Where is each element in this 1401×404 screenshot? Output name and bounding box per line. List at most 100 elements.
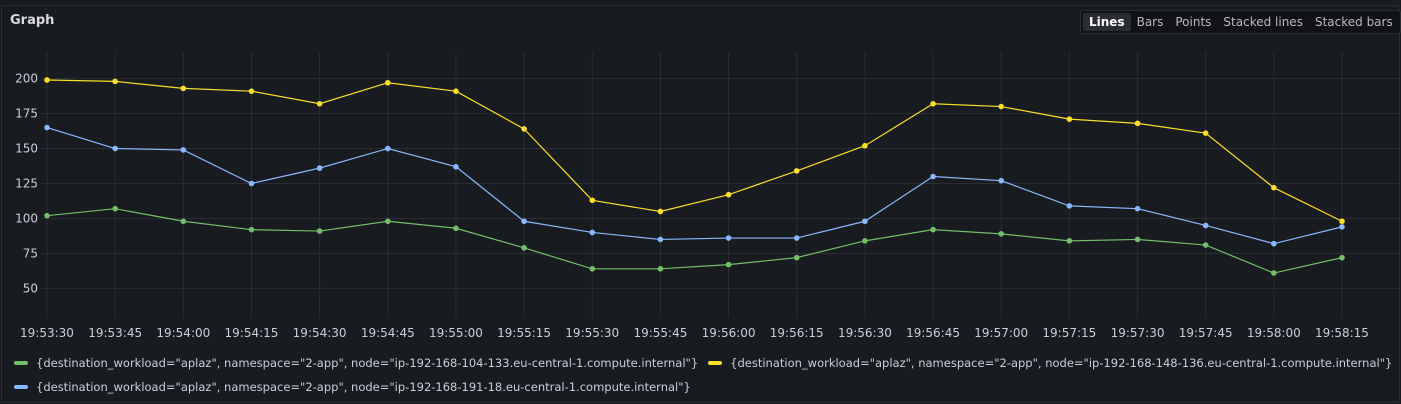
data-point [793,235,800,241]
legend-swatch-blue [14,385,28,389]
data-point [1134,120,1141,127]
legend-swatch-green [14,361,28,365]
x-tick-label: 19:55:00 [429,326,483,340]
data-point [316,165,323,171]
x-tick-label: 19:57:15 [1042,326,1096,340]
data-point [453,225,459,232]
x-tick-label: 19:56:30 [838,326,892,340]
view-option-stacked-bars[interactable]: Stacked bars [1314,15,1393,29]
view-option-lines[interactable]: Lines [1083,13,1131,31]
data-point [1271,270,1277,276]
series-layer [44,77,1345,276]
data-point [1339,224,1345,230]
legend-row: {destination_workload="aplaz", namespace… [14,351,1401,375]
data-point [112,78,118,85]
data-point [998,103,1005,110]
view-option-points[interactable]: Points [1175,15,1212,29]
legend-label: {destination_workload="aplaz", namespace… [36,356,699,370]
data-point [44,124,50,131]
data-point [44,77,50,83]
data-point [521,126,527,132]
data-point [793,254,800,261]
x-tick-label: 19:57:30 [1111,326,1165,340]
x-tick-label: 19:56:45 [906,326,960,340]
data-point [589,197,596,204]
data-point [1339,218,1345,225]
legend-swatch-yellow [708,361,723,365]
data-point [998,231,1005,237]
data-point [657,208,664,215]
legend-label: {destination_workload="aplaz", namespace… [36,380,691,394]
x-tick-label: 19:54:00 [156,326,210,340]
data-point [316,228,323,234]
data-point [998,177,1005,184]
x-tick-label: 19:55:30 [565,326,619,340]
data-point [589,266,596,272]
legend-item-node-104-133[interactable]: {destination_workload="aplaz", namespace… [14,356,698,370]
data-point [248,88,255,94]
data-point [862,218,868,225]
grid-layer [41,52,1399,318]
data-point [793,168,800,174]
data-point [248,226,255,233]
x-tick-label: 19:54:45 [361,326,415,340]
data-point [1271,240,1277,247]
panel-title: Graph [10,13,55,28]
x-tick-label: 19:58:00 [1247,326,1301,340]
x-tick-label: 19:58:15 [1315,326,1369,340]
graph-panel: Graph Lines Bars Points Stacked lines St… [1,5,1401,403]
data-point [1339,254,1345,261]
data-point [453,163,459,170]
data-point [862,238,868,244]
view-option-stacked-lines[interactable]: Stacked lines [1223,15,1303,29]
data-point [112,205,118,212]
y-tick-label: 100 [15,211,38,225]
legend-row: {destination_workload="aplaz", namespace… [14,375,1401,399]
x-tick-label: 19:54:15 [225,326,279,340]
x-axis: 19:53:30 19:53:45 19:54:00 19:54:15 19:54:30… [20,326,1369,340]
series-line-0 [46,208,1343,274]
data-point [521,245,527,251]
data-point [657,236,664,243]
data-point [657,266,664,272]
legend-item-node-148-136[interactable]: {destination_workload="aplaz", namespace… [708,356,1392,370]
data-point [1271,184,1277,191]
y-tick-label: 150 [15,142,38,156]
data-point [1066,203,1073,209]
data-point [1134,205,1141,212]
data-point [930,226,936,233]
x-tick-label: 19:57:45 [1179,326,1233,340]
x-tick-label: 19:53:30 [20,326,74,340]
legend: {destination_workload="aplaz", namespace… [14,351,1401,399]
data-point [1202,130,1209,136]
data-point [44,212,50,219]
legend-item-node-191-18[interactable]: {destination_workload="aplaz", namespace… [14,380,691,394]
y-tick-label: 75 [23,246,38,260]
y-tick-label: 175 [15,107,38,121]
data-point [725,235,732,241]
data-point [384,218,391,225]
data-point [725,261,732,268]
data-point [725,191,732,198]
data-point [1066,116,1073,122]
data-point [180,147,187,153]
x-tick-label: 19:53:45 [88,326,142,340]
x-tick-label: 19:54:30 [293,326,347,340]
x-tick-label: 19:55:45 [633,326,687,340]
data-point [1066,238,1073,244]
y-tick-label: 125 [15,176,38,190]
data-point [1202,222,1209,229]
data-point [453,88,459,94]
y-tick-label: 50 [23,281,38,295]
data-point [384,145,391,152]
data-point [112,145,118,152]
data-point [862,142,868,149]
data-point [521,218,527,225]
view-option-bars[interactable]: Bars [1136,15,1164,29]
data-point [589,229,596,236]
data-point [180,85,187,92]
x-tick-label: 19:55:15 [497,326,551,340]
x-tick-label: 19:56:00 [702,326,756,340]
